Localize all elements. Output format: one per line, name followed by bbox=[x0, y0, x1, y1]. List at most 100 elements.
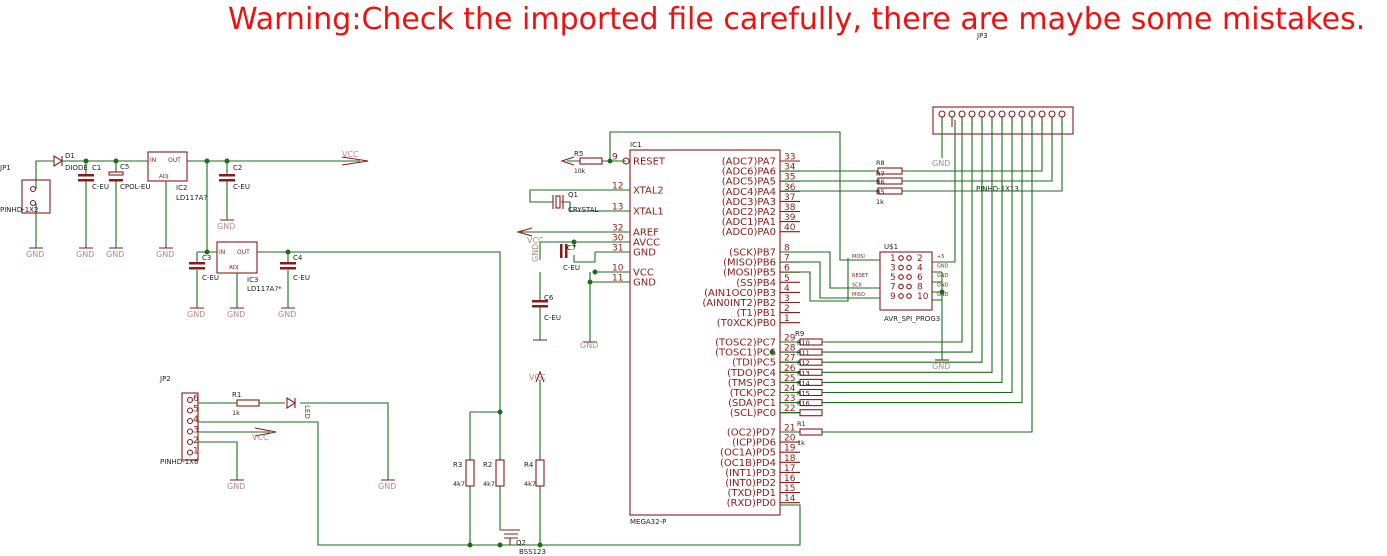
u1-name: U$1 bbox=[884, 243, 898, 251]
r-stack-label-5: R14 bbox=[797, 379, 810, 387]
gnd-label-jp3: GND bbox=[932, 159, 950, 168]
r8-resistor-stack: R8 R7 R6 R5 1k bbox=[876, 159, 903, 206]
c5-capacitor: C5 CPOL-EU bbox=[108, 163, 150, 191]
ic1-value: MEGA32-P bbox=[630, 518, 666, 526]
r1-name: R1 bbox=[232, 391, 241, 399]
jp3-pin-11 bbox=[1038, 110, 1046, 118]
r7-name: R7 bbox=[876, 170, 885, 178]
gnd-label-led: GND bbox=[378, 482, 396, 491]
u1-pin-number-5: 5 bbox=[890, 273, 896, 283]
ic1-pin-number-13: 13 bbox=[612, 203, 623, 213]
u1-signal-right-3: GND bbox=[937, 283, 949, 289]
ic1-pin-number-19: 19 bbox=[784, 444, 796, 454]
c7-value: C-EU bbox=[563, 264, 580, 272]
ic1-pin-label-40: (ADC0)PA0 bbox=[722, 227, 776, 238]
jp2-pin-number-2: 2 bbox=[193, 436, 199, 446]
ic1-pin-label-23: (SDA)PC1 bbox=[728, 398, 776, 409]
u1-pin-number-9: 9 bbox=[890, 292, 896, 302]
ic1-name: IC1 bbox=[630, 141, 641, 149]
ic1-pin-number-16: 16 bbox=[784, 474, 796, 484]
ic2-body bbox=[147, 151, 188, 182]
gnd-label-c3: GND bbox=[187, 310, 205, 319]
r-stack-label-7: R16 bbox=[797, 400, 810, 408]
ic1-pin-number-17: 17 bbox=[784, 464, 795, 474]
r5-resistor: R5 10k bbox=[574, 150, 603, 175]
ic1-pin-number-7: 7 bbox=[784, 254, 790, 264]
ic1-pin-number-34: 34 bbox=[784, 163, 796, 173]
c1-name: C1 bbox=[92, 164, 101, 172]
ic1-pin-label-33: (ADC7)PA7 bbox=[722, 157, 776, 168]
c2-name: C2 bbox=[233, 164, 242, 172]
r-stack-label-2: R11 bbox=[797, 349, 810, 357]
jp2-pin-3 bbox=[186, 428, 194, 435]
ic1-pin-label-8: (SCK)PB7 bbox=[729, 248, 776, 259]
ic1-pin-label-34: (ADC6)PA6 bbox=[722, 167, 776, 178]
r17-resistor bbox=[799, 428, 823, 436]
led1-name: LED bbox=[303, 405, 311, 419]
c4-name: C4 bbox=[293, 254, 303, 262]
r-stack-label-4: R13 bbox=[797, 369, 810, 377]
ic1-pin-label-26: (TDO)PC4 bbox=[727, 368, 776, 379]
ic1-pin-number-6: 6 bbox=[784, 264, 790, 274]
jp1-name: JP1 bbox=[0, 164, 11, 172]
ic1-pin-number-9: 9 bbox=[612, 153, 618, 163]
ic1-pin-number-25: 25 bbox=[784, 374, 795, 384]
c6-name: C6 bbox=[544, 294, 554, 302]
q2-value: BSS123 bbox=[519, 548, 546, 556]
ic1-pin-number-35: 35 bbox=[784, 173, 795, 183]
ic1-pin-number-21: 21 bbox=[784, 424, 795, 434]
ic1-pin-number-29: 29 bbox=[784, 334, 796, 344]
ic1-pin-label-1: (T0XCK)PB0 bbox=[717, 318, 776, 329]
r5-body bbox=[579, 157, 603, 165]
gnd-symbols-row1: GND GND GND GND GND bbox=[26, 219, 235, 259]
d1-value: DIODE bbox=[65, 164, 88, 172]
q1-body bbox=[555, 195, 561, 209]
ic3-regulator: IN OUT ADJ IC3 LD117A?* bbox=[216, 241, 282, 293]
ic1-pin-label-20: (ICP)PD6 bbox=[732, 438, 776, 449]
r3-name: R3 bbox=[453, 461, 462, 469]
ic1-pin-number-28: 28 bbox=[784, 344, 796, 354]
ic1-pin-number-27: 27 bbox=[784, 354, 795, 364]
c1-capacitor: C1 C-EU bbox=[78, 164, 109, 191]
ic1-pin-label-37: (ADC3)PA3 bbox=[722, 197, 776, 208]
u1-signal-reset: RESET bbox=[852, 273, 869, 279]
ic3-pin-out: OUT bbox=[237, 249, 250, 256]
jp3-pin-1 bbox=[938, 110, 946, 118]
u1-signal-right-2: GND bbox=[937, 273, 949, 279]
r5-name: R5 bbox=[574, 150, 583, 158]
q2-transistor: Q2 BSS123 bbox=[500, 529, 546, 556]
vcc-label-aref: VCC bbox=[527, 236, 544, 245]
jp3-pin-10 bbox=[1028, 110, 1036, 118]
gnd-label-jp2: GND bbox=[227, 482, 245, 491]
import-warning: Warning:Check the imported file carefull… bbox=[228, 2, 1366, 37]
ic1-pin-number-14: 14 bbox=[784, 494, 796, 504]
r4-value: 4k7 bbox=[524, 480, 536, 488]
ic1-pin-label-28: (TOSC1)PC6 bbox=[715, 348, 776, 359]
r3-resistor: R3 4k7 bbox=[453, 459, 475, 488]
r1-body bbox=[236, 399, 260, 407]
jp2-pin-number-3: 3 bbox=[193, 426, 199, 436]
jp1-header: JP1 PINHD-1X2 bbox=[0, 164, 51, 214]
ic1-pin-label-24: (TCK)PC2 bbox=[730, 388, 776, 399]
ic1-pin-label-25: (TMS)PC3 bbox=[728, 378, 776, 389]
c6-value: C-EU bbox=[544, 314, 561, 322]
ic1-pin-label-35: (ADC5)PA5 bbox=[722, 177, 776, 188]
ic1-pin-label-39: (ADC1)PA1 bbox=[722, 217, 776, 228]
ic1-pin-number-3: 3 bbox=[784, 294, 790, 304]
ic1-pin-label-27: (TDI)PC5 bbox=[732, 358, 776, 369]
ic2-pin-out: OUT bbox=[168, 157, 181, 164]
jp2-pin-4 bbox=[186, 417, 194, 425]
ic2-value: LD117A? bbox=[176, 194, 207, 202]
jp2-name: JP2 bbox=[159, 375, 171, 383]
c2-capacitor: C2 C-EU bbox=[219, 164, 250, 191]
jp3-pin-13 bbox=[1058, 110, 1066, 118]
u1-signal-right-4: GND bbox=[937, 292, 949, 298]
ic1-pin-label-30: AVCC bbox=[633, 238, 660, 249]
c3-name: C3 bbox=[202, 254, 211, 262]
u1-pin-number-7: 7 bbox=[890, 283, 896, 293]
u1-pin-number-3: 3 bbox=[890, 264, 896, 274]
gnd-symbols-row2: GND GND GND bbox=[187, 307, 296, 319]
gnd-label-ic2: GND bbox=[156, 250, 174, 259]
